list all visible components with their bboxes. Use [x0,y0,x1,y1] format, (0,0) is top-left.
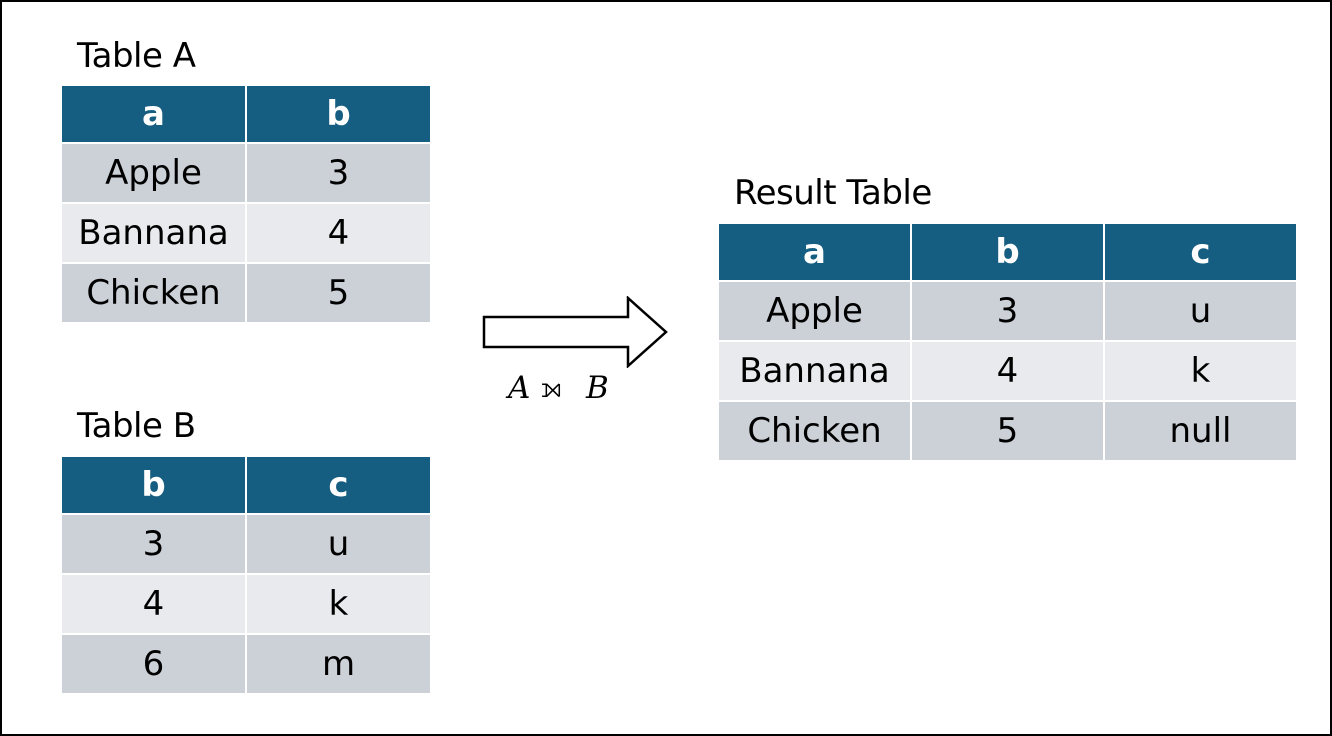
table-cell: Chicken [62,264,245,322]
table-cell: u [1105,282,1296,340]
right-operand: B [586,370,609,406]
table-row: 6 m [62,635,430,693]
table-cell: 3 [247,144,430,202]
left-operand: A [508,370,531,406]
table-a-header-row: a b [62,86,430,142]
table-cell: 4 [62,575,245,633]
result-table-header-row: a b c [719,224,1296,280]
table-cell: 3 [62,515,245,573]
table-a-header-cell: b [247,86,430,142]
table-row: Bannana 4 k [719,342,1296,400]
table-row: Apple 3 u [719,282,1296,340]
table-cell: 4 [912,342,1103,400]
table-cell: Apple [62,144,245,202]
table-row: 4 k [62,575,430,633]
table-b: b c 3 u 4 k 6 m [60,455,432,695]
result-table-header-cell: b [912,224,1103,280]
table-row: Bannana 4 [62,204,430,262]
right-arrow-icon [480,295,670,369]
result-table: a b c Apple 3 u Bannana 4 k Chicken 5 nu… [717,222,1298,462]
table-row: Chicken 5 null [719,402,1296,460]
result-table-header-cell: a [719,224,910,280]
table-cell: k [247,575,430,633]
table-cell: 5 [912,402,1103,460]
table-cell: m [247,635,430,693]
table-cell: null [1105,402,1296,460]
table-cell: Bannana [62,204,245,262]
join-operation-label: A ⟕ B [484,368,634,412]
table-row: Chicken 5 [62,264,430,322]
table-cell: Bannana [719,342,910,400]
table-b-header-cell: b [62,457,245,513]
left-outer-join-symbol: ⟕ [541,373,562,404]
result-table-header-cell: c [1105,224,1296,280]
table-cell: 5 [247,264,430,322]
table-cell: Chicken [719,402,910,460]
table-b-title: Table B [77,406,196,446]
table-a-header-cell: a [62,86,245,142]
table-cell: 3 [912,282,1103,340]
table-row: Apple 3 [62,144,430,202]
table-a-title: Table A [77,36,196,76]
table-row: 3 u [62,515,430,573]
table-cell: k [1105,342,1296,400]
result-table-title: Result Table [734,173,932,213]
table-cell: 4 [247,204,430,262]
table-cell: Apple [719,282,910,340]
table-a: a b Apple 3 Bannana 4 Chicken 5 [60,84,432,324]
table-b-header-cell: c [247,457,430,513]
table-cell: 6 [62,635,245,693]
table-b-header-row: b c [62,457,430,513]
table-cell: u [247,515,430,573]
